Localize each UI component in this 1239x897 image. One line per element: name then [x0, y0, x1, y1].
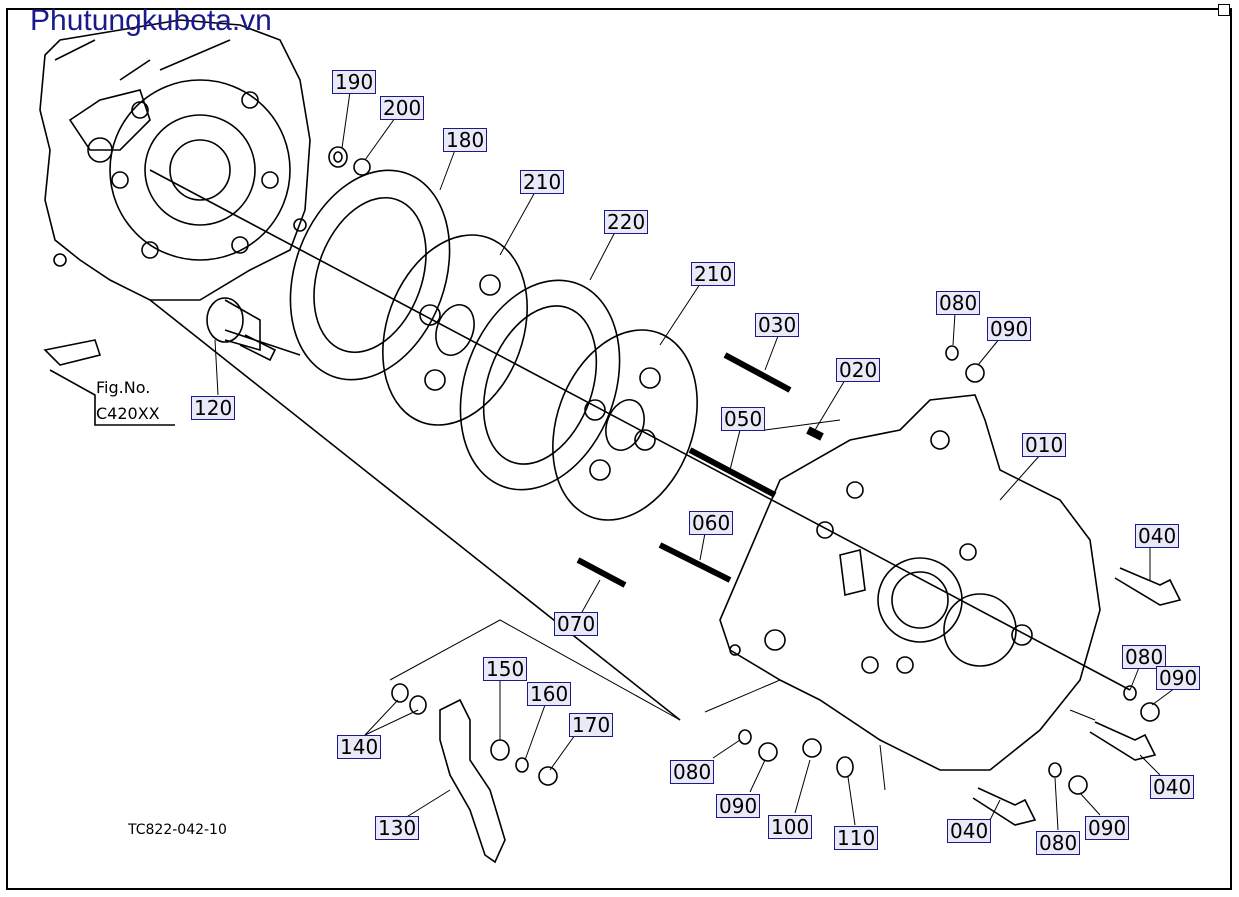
callout-050[interactable]: 050 — [721, 407, 766, 431]
friction-disc-part — [552, 329, 698, 521]
callout-090[interactable]: 090 — [1156, 666, 1201, 690]
callout-190[interactable]: 190 — [332, 70, 377, 94]
assembly-axis-line — [149, 169, 1131, 691]
callout-040[interactable]: 040 — [1135, 524, 1180, 548]
callout-090[interactable]: 090 — [1085, 816, 1130, 840]
lever-arm-part — [439, 698, 506, 864]
drawing-number: TC822-042-10 — [128, 822, 227, 838]
stud-bolt-part — [658, 542, 732, 583]
callout-110[interactable]: 110 — [834, 826, 879, 850]
callout-030[interactable]: 030 — [755, 313, 800, 337]
seal-washer-part — [328, 146, 348, 168]
callout-090[interactable]: 090 — [716, 794, 761, 818]
transmission-housing-outline — [39, 19, 311, 426]
shaft-part — [206, 297, 277, 362]
dowel-pin-part — [806, 426, 824, 441]
leader-line — [224, 329, 301, 356]
callout-080[interactable]: 080 — [670, 760, 715, 784]
hardware-parts — [391, 345, 1182, 826]
callout-170[interactable]: 170 — [569, 713, 614, 737]
callout-090[interactable]: 090 — [987, 317, 1032, 341]
callout-leaders — [214, 91, 1176, 831]
callout-130[interactable]: 130 — [375, 816, 420, 840]
callout-220[interactable]: 220 — [604, 210, 649, 234]
callout-070[interactable]: 070 — [554, 612, 599, 636]
stud-bolt-part — [688, 447, 777, 498]
callout-100[interactable]: 100 — [768, 815, 813, 839]
ball-part — [353, 158, 371, 176]
callout-140[interactable]: 140 — [337, 735, 382, 759]
figure-code: C420XX — [96, 404, 160, 423]
callout-080[interactable]: 080 — [1036, 831, 1081, 855]
stud-bolt-part — [723, 352, 792, 393]
callout-040[interactable]: 040 — [947, 819, 992, 843]
callout-210[interactable]: 210 — [520, 170, 565, 194]
figure-number-label: Fig.No. — [96, 378, 151, 397]
friction-disc-part — [382, 234, 528, 426]
callout-200[interactable]: 200 — [380, 96, 425, 120]
callout-020[interactable]: 020 — [836, 358, 881, 382]
callout-210[interactable]: 210 — [691, 262, 736, 286]
pressure-plate-part — [289, 169, 451, 381]
callout-180[interactable]: 180 — [443, 128, 488, 152]
leader-line — [149, 299, 681, 721]
callout-160[interactable]: 160 — [527, 682, 572, 706]
callout-060[interactable]: 060 — [689, 511, 734, 535]
callout-120[interactable]: 120 — [191, 396, 236, 420]
callout-010[interactable]: 010 — [1022, 433, 1067, 457]
callout-080[interactable]: 080 — [936, 291, 981, 315]
separator-plate-part — [459, 279, 621, 491]
clutch-housing-part — [719, 394, 1101, 771]
callout-150[interactable]: 150 — [483, 657, 528, 681]
site-watermark: Phutungkubota.vn — [30, 4, 272, 37]
frame-corner-mark — [1218, 4, 1230, 16]
callout-080[interactable]: 080 — [1122, 645, 1167, 669]
callout-040[interactable]: 040 — [1150, 775, 1195, 799]
stud-bolt-part — [576, 557, 627, 588]
